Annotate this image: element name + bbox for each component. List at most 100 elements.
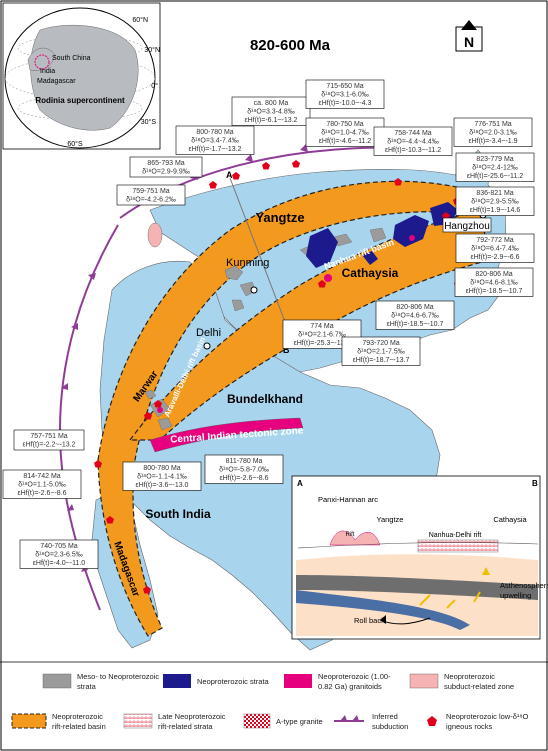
annotation-line: εHf(t)=-4.6~-11.2 — [319, 138, 372, 145]
annotation-line: δ¹⁸O=-1.1-4.1‰ — [137, 474, 187, 481]
annotation-line: 800-780 Ma — [196, 129, 233, 136]
label-point-b: B — [283, 345, 290, 355]
legend-rift-2: rift-related basin — [52, 722, 106, 731]
annotation-line: εHf(t)=-1.7~-13.2 — [189, 146, 242, 153]
legend-late-2: rift-related strata — [158, 722, 213, 731]
annotation-box: 758-744 Maδ¹⁸O=-4.4~4.4‰εHf(t)=-10.3~-11… — [373, 126, 453, 156]
section-nanhua-delhi: Nanhua-Delhi rift — [429, 532, 482, 539]
annotation-line: δ¹⁸O=1.0-4.7‰ — [321, 130, 369, 137]
annotation-line: 758-744 Ma — [394, 130, 431, 137]
legend-swatch-lowo — [427, 716, 437, 726]
section-yangtze: Yangtze — [377, 515, 404, 524]
annotation-line: 740-705 Ma — [40, 543, 77, 550]
legend-swatch-subduct — [409, 673, 439, 689]
legend-late-1: Late Neoproterozoic — [158, 712, 226, 721]
label-south-india: South India — [145, 507, 211, 521]
hangzhou-box — [442, 217, 492, 233]
legend-subduct-2: subduct-related zone — [444, 682, 514, 691]
annotation-line: 820-806 Ma — [396, 304, 433, 311]
annotation-box: 865-793 Ma δ¹⁸O=2.9-9.9‰ — [129, 156, 203, 178]
inset-lat-0: 0° — [151, 82, 158, 90]
inset-globe — [2, 2, 161, 150]
annotation-line: 715-650 Ma — [326, 83, 363, 90]
annotation-line: 811-780 Ma — [226, 458, 263, 465]
annotation-line: δ¹⁸O=3.1-6.0‰ — [321, 92, 369, 99]
label-bundelkhand: Bundelkhand — [227, 392, 303, 406]
map-title: 820-600 Ma — [250, 37, 331, 54]
north-arrow-icon — [455, 20, 483, 52]
section-label-b: B — [532, 479, 538, 488]
legend-meso-2: strata — [77, 682, 97, 691]
annotation-box: 740-705 Ma δ¹⁸O=2.3-6.5‰εHf(t)=-4.0~-11.0 — [19, 539, 99, 569]
annotation-box: 823-779 Ma δ¹⁸O=2.4-12‰εHf(t)=-25.6~-11.2 — [455, 152, 535, 182]
central-indian-zone-band — [149, 417, 304, 453]
annotation-box: 820-806 Maδ¹⁸O=4.6-8.1‰εHf(t)=-18.5~-10.… — [454, 267, 534, 297]
inset-lat-30s: 30°S — [141, 118, 157, 126]
section-arc: Panxi-Hannan arc — [318, 495, 378, 504]
inset-lat-60n: 60°N — [132, 16, 148, 24]
annotation-line: δ¹⁸O=6.4-7.4‰ — [471, 246, 519, 253]
legend-inferred-2: subduction — [372, 722, 408, 731]
annotation-line: εHf(t)=-4.0~-11.0 — [33, 560, 86, 567]
legend-swatch-granitoid — [284, 674, 312, 688]
legend — [0, 661, 548, 729]
section-rollback: Roll back — [354, 616, 385, 625]
north-label: N — [464, 34, 474, 50]
annotation-line: δ¹⁸O=1.1-5.0‰ — [18, 482, 66, 489]
annotation-line: 780-750 Ma — [326, 121, 363, 128]
annotation-line: εHf(t)=-6.1~-13.2 — [245, 117, 298, 124]
legend-subduct-1: Neoproterozoic — [444, 672, 495, 681]
annotation-line: εHf(t)=-18.5~-10.7 — [466, 288, 523, 295]
label-hangzhou: Hangzhou — [444, 221, 490, 232]
inset-lat-30n: 30°N — [144, 46, 160, 54]
annotation-line: 865-793 Ma — [147, 160, 184, 167]
annotation-line: εHf(t)=-2.2~-13.2 — [23, 442, 76, 449]
annotation-line: δ¹⁸O=2.9-9.9‰ — [142, 169, 190, 176]
legend-gran-2: 0.82 Ga) granitoids — [318, 682, 382, 691]
annotation-line: δ¹⁸O=2.0-3.1‰ — [469, 130, 517, 137]
granitoids — [157, 235, 415, 413]
legend-swatch-neo — [163, 674, 191, 688]
annotation-line: εHf(t)=-25.3~-13.5 — [294, 340, 351, 347]
rift-basin — [97, 180, 479, 637]
annotation-line: εHf(t)=-18.5~-10.7 — [387, 321, 444, 328]
annotation-line: δ¹⁸O=2.3-6.5‰ — [35, 552, 83, 559]
annotation-line: εHf(t)=-2.6~-8.6 — [17, 490, 66, 497]
section-cathaysia: Cathaysia — [493, 515, 527, 524]
annotation-line: δ¹⁸O=-5.8-7.0‰ — [219, 467, 269, 474]
inset-lat-60s: 60°S — [67, 140, 83, 148]
label-yangtze: Yangtze — [255, 210, 304, 225]
annotation-line: εHf(t)=-25.6~-11.2 — [467, 173, 523, 180]
annotation-line: 823-779 Ma — [476, 156, 513, 163]
annotation-line: δ¹⁸O=2.4-12‰ — [472, 165, 518, 172]
label-delhi: Delhi — [196, 327, 221, 339]
legend-meso-1: Meso- to Neoproterozoic — [77, 672, 159, 681]
annotation-line: εHf(t)=-10.3~-11.2 — [385, 147, 441, 154]
legend-neo-1: Neoproterozoic strata — [197, 677, 270, 686]
annotation-line: δ¹⁸O=4.6-6.7‰ — [391, 313, 439, 320]
annotation-line: 759-751 Ma — [132, 188, 169, 195]
legend-atype-1: A-type granite — [276, 717, 323, 726]
annotation-layer: ca. 800 Maδ¹⁸O=3.3-4.8‰εHf(t)=-6.1~-13.2… — [2, 79, 535, 569]
inset-south-china: South China — [52, 55, 91, 62]
legend-lowo-2: igneous rocks — [446, 722, 493, 731]
cross-section-panel — [291, 475, 541, 640]
annotation-line: εHf(t)=-2.9~-6.6 — [470, 254, 519, 261]
section-rift: Rift — [346, 532, 355, 538]
legend-teeth-icon — [340, 715, 359, 721]
legend-lowo-1: Neoproterozoic low-δ¹⁸O — [446, 712, 529, 721]
inset-madagascar: Madagascar — [37, 78, 76, 85]
annotation-box: 820-806 Ma δ¹⁸O=4.6-6.7‰εHf(t)=-18.5~-10.… — [375, 300, 455, 330]
annotation-line: ca. 800 Ma — [254, 100, 289, 107]
annotation-line: δ¹⁸O=2.1-6.7‰ — [298, 332, 346, 339]
legend-swatch-atype — [243, 713, 271, 729]
subduct-zone — [147, 222, 163, 248]
